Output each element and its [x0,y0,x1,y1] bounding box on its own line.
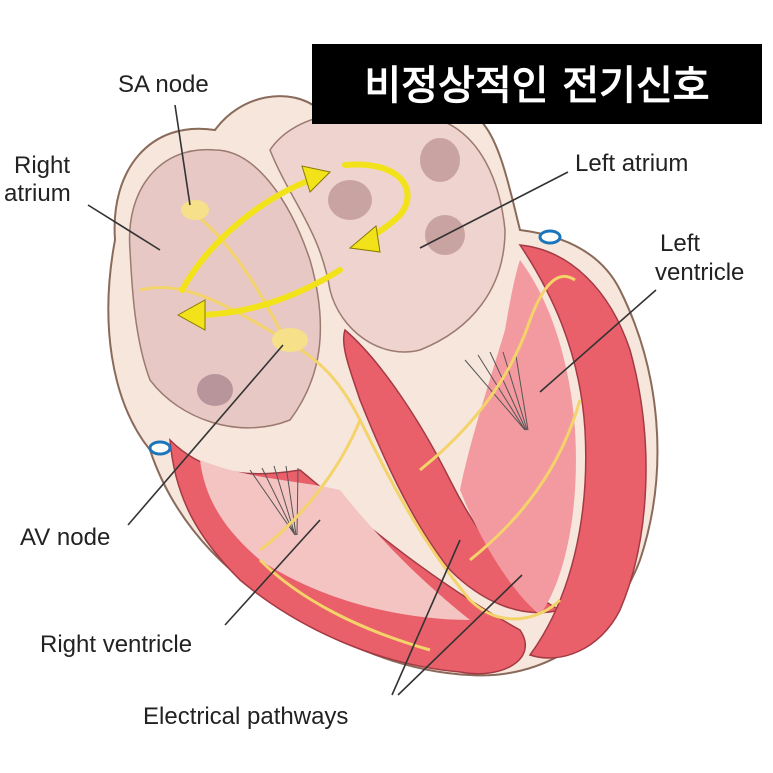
coronary-vessel [538,229,562,245]
electrical-pathways [139,208,582,652]
left-ventricle-wall [518,244,647,659]
title-text: 비정상적인 전기신호 [364,63,709,109]
coronary-vessel [148,440,172,456]
tricuspid-chordae [249,465,299,536]
label-left-ventricle-line2: ventricle [655,259,744,286]
coronary-sinus [197,374,233,406]
label-av-node: AV node [20,524,110,551]
label-right-atrium-line2: atrium [4,180,71,207]
vein-opening [420,138,460,182]
sa-node [181,200,209,220]
title-banner [312,44,762,124]
label-sa-node: SA node [118,71,209,98]
abnormal-signal-arrows [179,161,411,318]
label-right-ventricle: Right ventricle [40,631,192,658]
arrowheads [176,165,381,331]
vein-opening [328,180,372,220]
label-left-ventricle-line1: Left [660,230,700,257]
mitral-chordae [464,351,529,431]
septum [342,328,563,614]
leader-lines [87,104,657,696]
label-electrical-pathways: Electrical pathways [143,703,348,730]
left-ventricle [460,260,576,615]
av-node [272,328,308,352]
label-right-atrium-line1: Right [14,152,70,179]
label-left-atrium: Left atrium [575,150,688,177]
right-ventricle [200,460,470,620]
